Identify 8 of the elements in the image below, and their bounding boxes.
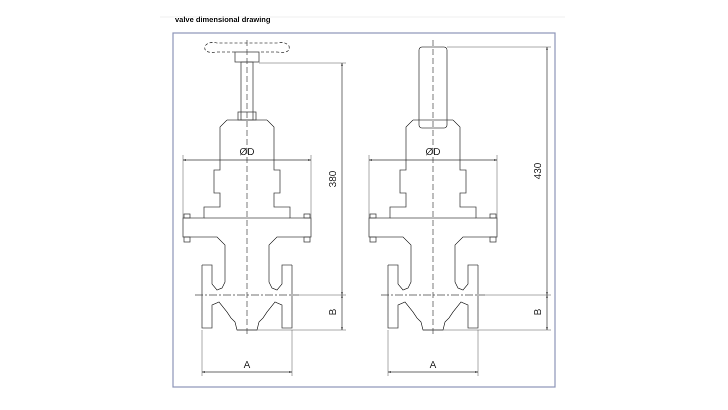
dimension-label: A: [430, 361, 436, 371]
dimension-label: 430: [534, 162, 544, 180]
dimension-label: A: [244, 361, 250, 371]
dimension-label: ØD: [426, 148, 440, 158]
dimension-label: B: [329, 308, 339, 316]
dimension-label: B: [534, 308, 544, 316]
dimension-label: ØD: [240, 148, 254, 158]
dimension-label: 380: [329, 170, 339, 188]
